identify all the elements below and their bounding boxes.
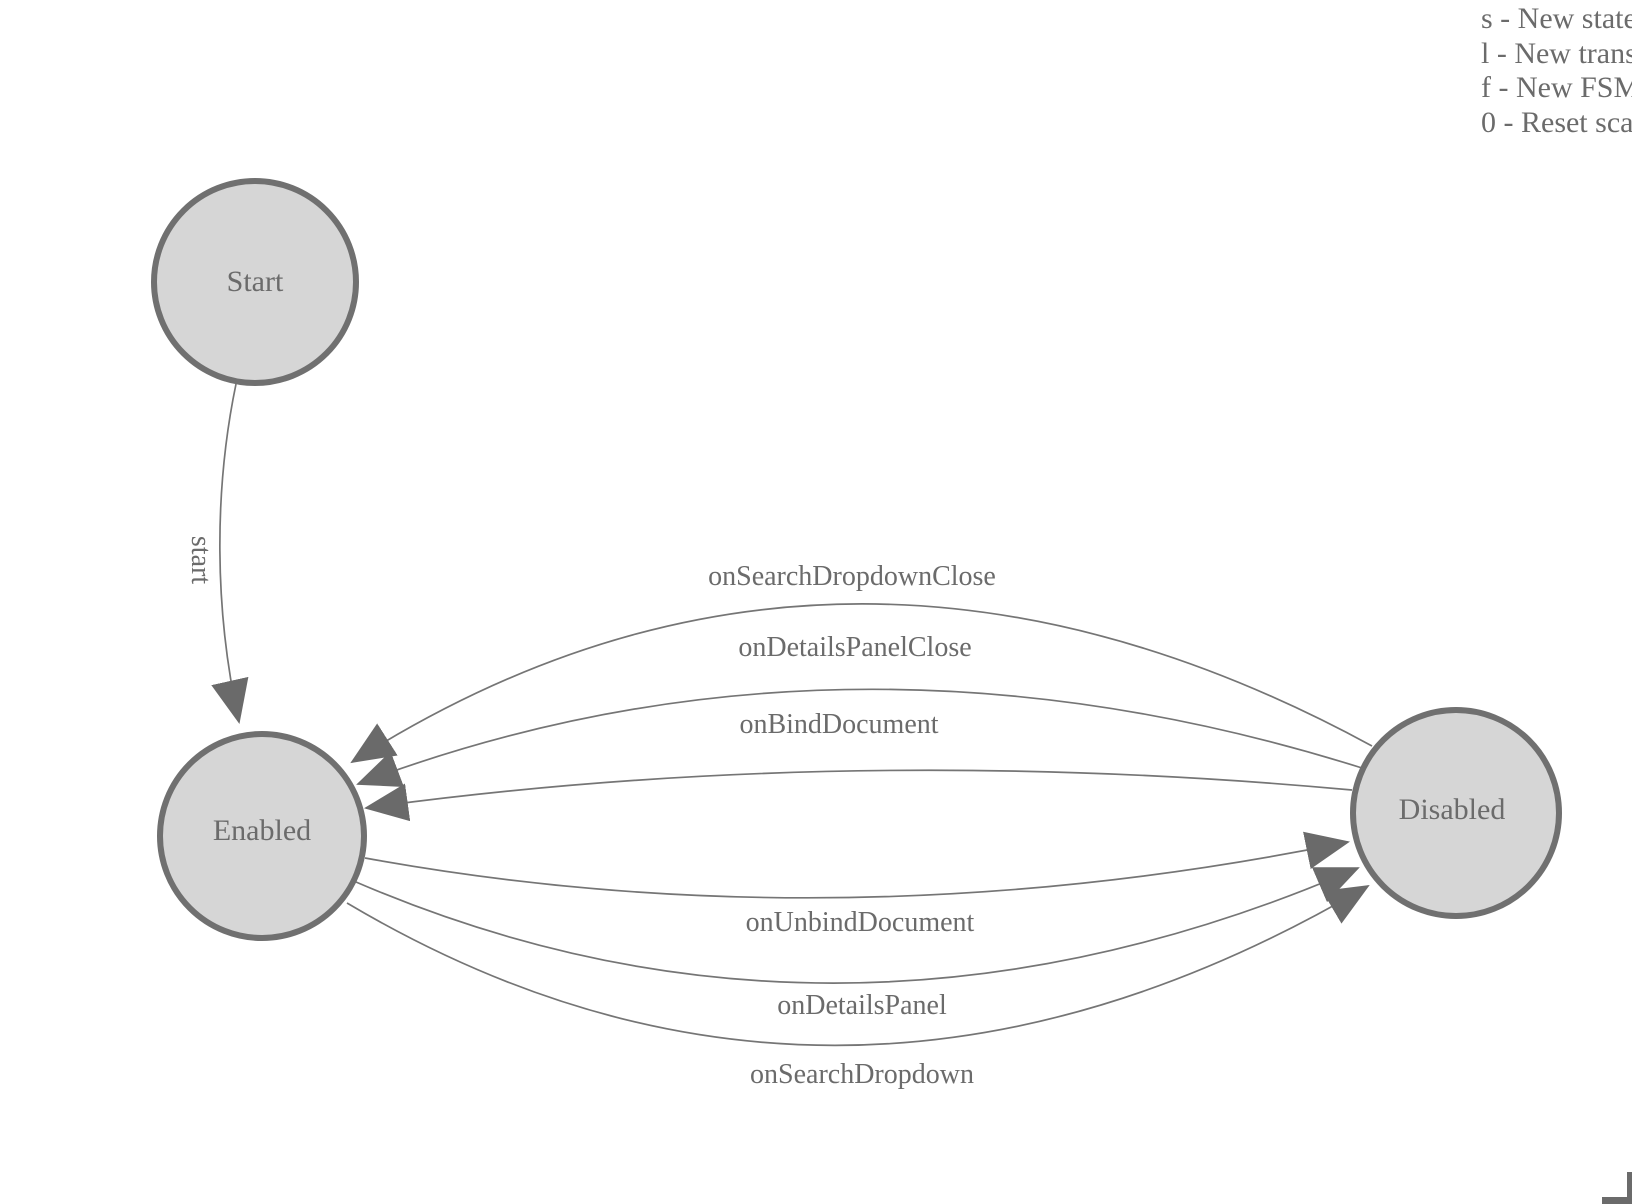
canvas-corner-mark (1602, 1172, 1632, 1204)
edge-label-start: start (185, 536, 216, 584)
state-circle-enabled[interactable] (157, 731, 367, 941)
edge-start-to-enabled[interactable] (211, 383, 249, 724)
edge-label-onBindDocument: onBindDocument (739, 709, 938, 740)
edge-enabled-to-disabled-onDetailsPanel[interactable] (355, 867, 1360, 984)
state-circle-disabled[interactable] (1350, 707, 1562, 919)
state-node-start[interactable]: Start (151, 178, 359, 386)
legend-line-new-fsm: f - New FSM (1481, 71, 1632, 104)
edge-enabled-to-disabled-onSearchDropdown[interactable] (346, 884, 1370, 1047)
edge-label-onDetailsPanel: onDetailsPanel (777, 990, 947, 1021)
edge-enabled-to-disabled-onUnbindDocument[interactable] (364, 831, 1350, 899)
state-node-disabled[interactable]: Disabled (1350, 707, 1562, 919)
state-node-enabled[interactable]: Enabled (157, 731, 367, 941)
state-label-enabled: Enabled (213, 814, 311, 847)
legend-line-reset-scale: 0 - Reset scale (1481, 105, 1632, 139)
edge-label-onUnbindDocument: onUnbindDocument (746, 907, 975, 938)
edge-disabled-to-enabled-onSearchDropdownClose[interactable] (350, 603, 1373, 764)
shortcut-legend: s - New state l - New transition f - New… (1481, 2, 1632, 140)
state-label-start: Start (227, 265, 284, 298)
edge-label-onSearchDropdownClose: onSearchDropdownClose (708, 561, 996, 592)
edge-disabled-to-enabled-onBindDocument[interactable] (364, 769, 1353, 822)
state-circle-start[interactable] (151, 178, 359, 386)
state-label-disabled: Disabled (1399, 793, 1506, 826)
legend-line-new-state: s - New state (1481, 2, 1632, 35)
legend-line-new-transition: l - New transition (1481, 36, 1632, 70)
edge-label-onDetailsPanelClose: onDetailsPanelClose (738, 632, 971, 663)
edge-disabled-to-enabled-onDetailsPanelClose[interactable] (356, 688, 1363, 787)
edge-label-onSearchDropdown: onSearchDropdown (750, 1059, 974, 1090)
